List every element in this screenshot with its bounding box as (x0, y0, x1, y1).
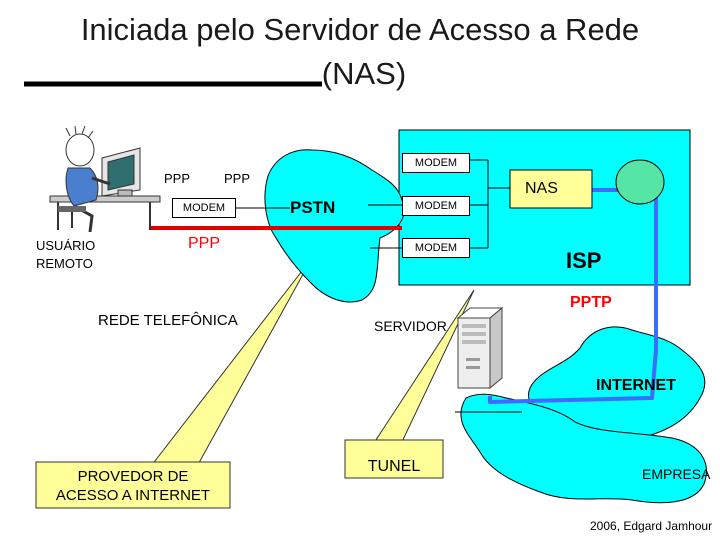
nas-box (509, 169, 593, 209)
modem-isp-2: MODEM (402, 196, 470, 216)
pstn-cloud (264, 149, 405, 303)
modem-user: MODEM (172, 198, 236, 218)
tunel-callout-box (344, 439, 444, 479)
usuario-remoto-line1: USUÁRIO (36, 238, 96, 253)
pstn-label: PSTN (290, 198, 336, 217)
ppp-red-label: PPP (188, 235, 221, 252)
ppp-label-right: PPP (224, 171, 251, 186)
modem-isp-1: MODEM (402, 153, 470, 173)
tunel-label: TUNEL (367, 458, 421, 475)
page-title-line2: (NAS) (321, 56, 407, 91)
isp-label: ISP (566, 248, 602, 273)
ppp-label-left: PPP (164, 171, 191, 186)
internet-cloud (528, 326, 706, 440)
rede-telefonica-label: REDE TELEFÔNICA (98, 312, 238, 329)
empresa-label: EMPRESA (642, 466, 711, 482)
provedor-callout-text: PROVEDOR DE ACESSO A INTERNET (36, 467, 230, 505)
internet-label: INTERNET (596, 377, 676, 394)
router-icon (615, 159, 665, 205)
tunel-callout-text: TUNEL (345, 457, 443, 476)
pptp-label: PPTP (570, 294, 612, 311)
nas-label: NAS (525, 180, 558, 197)
remote-user-icon (49, 125, 161, 233)
usuario-remoto-line2: REMOTO (36, 256, 93, 271)
provedor-line1: PROVEDOR DE (77, 468, 189, 485)
provedor-callout-box (35, 461, 231, 509)
server-icon (456, 306, 504, 390)
credit-label: 2006, Edgard Jamhour (590, 519, 713, 533)
page-title-line1: Iniciada pelo Servidor de Acesso a Rede (80, 12, 640, 47)
provedor-line2: ACESSO A INTERNET (55, 487, 211, 504)
servidor-label: SERVIDOR (374, 318, 447, 334)
provedor-callout-pointer (146, 257, 313, 471)
modem-isp-3: MODEM (402, 238, 470, 258)
empresa-cloud (460, 393, 707, 504)
